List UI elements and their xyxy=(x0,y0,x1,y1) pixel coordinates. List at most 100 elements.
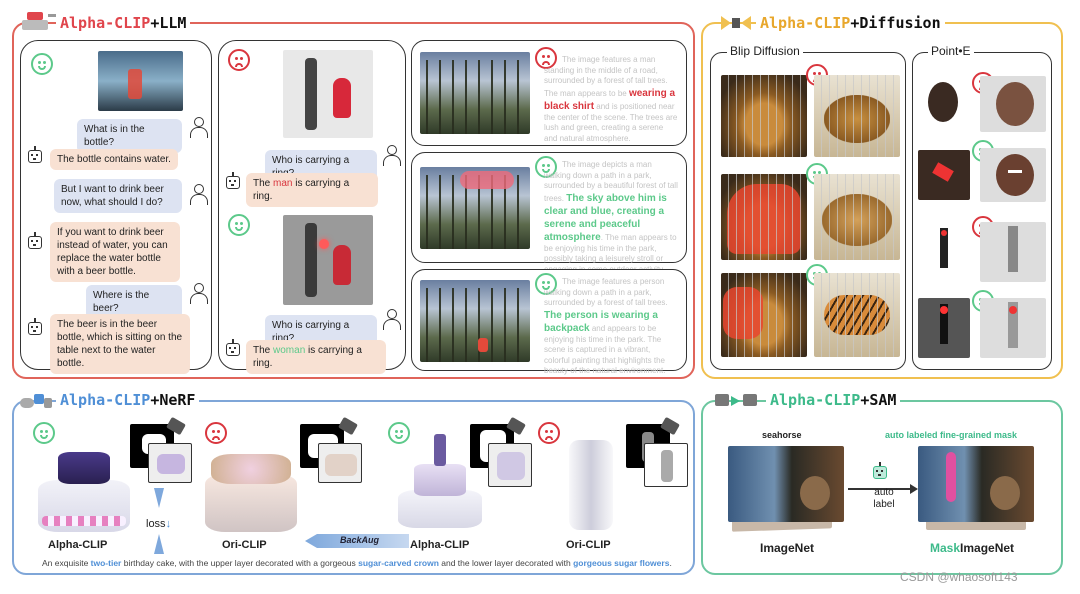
happy-face-icon xyxy=(228,214,250,236)
loss-text: loss xyxy=(146,518,166,530)
auto-label-arrow xyxy=(848,488,912,490)
desc-text-1: The image features a man standing in the… xyxy=(544,55,678,144)
generated-traffic-light xyxy=(980,222,1046,282)
user-icon xyxy=(190,117,208,138)
nerf-label-alpha-2: Alpha-CLIP xyxy=(410,539,470,551)
caption-highlight-2: sugar-carved crown xyxy=(358,558,439,568)
sad-face-icon xyxy=(535,47,557,69)
forest-photo-sky-masked xyxy=(420,167,530,249)
lion-photo-masked-2 xyxy=(721,273,807,357)
happy-face-icon xyxy=(535,273,557,295)
nerf-title-suffix: +NeRF xyxy=(150,391,196,409)
chat-user-bubble: But I want to drink beer now, what shoul… xyxy=(54,179,182,213)
nerf-panel-title: Alpha-CLIP+NeRF xyxy=(56,391,200,409)
user-icon xyxy=(383,309,401,330)
arrow-head-icon xyxy=(910,484,918,494)
desc-text-2: The image depicts a man walking down a p… xyxy=(544,160,678,275)
sad-face-icon xyxy=(205,422,227,444)
auto-mask-label: auto labeled fine-grained mask xyxy=(885,430,1018,440)
imagenet-photo xyxy=(728,446,844,522)
nerf-title-brand: Alpha-CLIP xyxy=(60,391,151,409)
caption-part-1: An exquisite xyxy=(42,558,91,568)
ring-answer-1: The man is carrying a ring. xyxy=(246,173,378,207)
sad-face-icon xyxy=(228,49,250,71)
clock-photo-masked xyxy=(918,150,970,200)
lion-photo xyxy=(721,75,807,157)
llm-panel-title: Alpha-CLIP+LLM xyxy=(56,14,191,32)
caption-highlight-1: two-tier xyxy=(90,558,122,568)
cake-render-ori-1 xyxy=(205,444,297,534)
desc-1-pre: The image features a man standing in the… xyxy=(544,55,668,98)
caption-part-2: birthday cake, with the upper layer deco… xyxy=(121,558,359,568)
diffusion-panel-title: Alpha-CLIP+Diffusion xyxy=(756,14,945,32)
happy-face-icon xyxy=(33,422,55,444)
nerf-label-ori-2: Ori-CLIP xyxy=(566,539,611,551)
proposal-photo-masked xyxy=(283,215,373,305)
diffusion-logo-icon xyxy=(721,12,751,32)
backaug-arrow xyxy=(305,534,409,548)
robot-icon xyxy=(226,172,240,189)
cake-thumb xyxy=(488,443,532,487)
clock-photo xyxy=(918,76,970,132)
mask-suffix: ImageNet xyxy=(960,541,1015,555)
llm-logo-icon xyxy=(22,10,56,32)
nerf-panel xyxy=(12,400,695,575)
chat-user-bubble: What is in the bottle? xyxy=(77,119,182,153)
masked-imagenet-photo xyxy=(918,446,1034,522)
bottle-photo xyxy=(98,51,183,111)
traffic-light-photo-masked xyxy=(918,298,970,358)
caption-highlight-3: gorgeous sugar flowers xyxy=(573,558,670,568)
cake-thumb xyxy=(148,443,192,483)
robot-icon xyxy=(28,146,42,163)
desc-3-highlight: The person is wearing a backpack xyxy=(544,309,658,334)
mask-imagenet-label: MaskImageNet xyxy=(930,541,1014,555)
chat-bot-bubble: If you want to drink beer instead of wat… xyxy=(50,222,180,282)
cake-render-ori-2 xyxy=(565,430,617,534)
forest-photo xyxy=(420,52,530,134)
desc-1-highlight: wearing a black shirt xyxy=(544,87,676,112)
arrow-down-icon xyxy=(154,488,164,508)
nerf-label-ori-1: Ori-CLIP xyxy=(222,539,267,551)
generated-clock-happy xyxy=(980,148,1046,202)
sad-face-icon xyxy=(538,422,560,444)
generated-clock xyxy=(980,76,1046,132)
caption-part-3: and the lower layer decorated with xyxy=(438,558,574,568)
cake-thumb xyxy=(644,443,688,487)
diffusion-title-brand: Alpha-CLIP xyxy=(760,14,851,32)
generated-lion-sad xyxy=(814,75,900,157)
chat-user-bubble: Where is the beer? xyxy=(86,285,182,319)
chat-bot-bubble: The beer is in the beer bottle, which is… xyxy=(50,314,190,374)
sam-panel-title: Alpha-CLIP+SAM xyxy=(766,391,901,409)
desc-3-pre: The image features a person walking down… xyxy=(544,277,668,307)
happy-face-icon xyxy=(388,422,410,444)
user-icon xyxy=(190,184,208,205)
desc-2-pre: The image depicts a man walking down a p… xyxy=(544,160,678,203)
ring-answer-1-post: is carrying a ring. xyxy=(253,178,350,202)
nerf-label-alpha-1: Alpha-CLIP xyxy=(48,539,108,551)
proposal-photo xyxy=(283,50,373,138)
cake-render-alpha-2 xyxy=(398,430,482,534)
llm-title-brand: Alpha-CLIP xyxy=(60,14,151,32)
backaug-label: BackAug xyxy=(340,535,380,545)
user-icon xyxy=(383,145,401,166)
llm-title-suffix: +LLM xyxy=(150,14,187,32)
auto-label-text: auto label xyxy=(873,487,895,510)
loss-label: loss↓ xyxy=(146,518,172,530)
desc-3-post: and appears to be enjoying his time in t… xyxy=(544,323,666,376)
ring-answer-1-highlight: man xyxy=(273,178,293,189)
ring-answer-2-pre: The xyxy=(253,345,274,356)
sam-logo-icon xyxy=(715,394,763,408)
sam-title-suffix: +SAM xyxy=(860,391,897,409)
blip-diffusion-label: Blip Diffusion xyxy=(727,44,803,58)
caption-part-4: . xyxy=(669,558,672,568)
robot-icon xyxy=(28,232,42,249)
desc-1-post: and is positioned near the center of the… xyxy=(544,101,678,143)
cake-thumb xyxy=(318,443,362,483)
seahorse-label: seahorse xyxy=(762,430,802,440)
llm-panel xyxy=(12,22,695,379)
cake-render-alpha-1 xyxy=(38,442,130,534)
forest-photo-person-masked xyxy=(420,280,530,362)
user-icon xyxy=(190,283,208,304)
desc-text-3: The image features a person walking down… xyxy=(544,277,678,377)
nerf-caption: An exquisite two-tier birthday cake, wit… xyxy=(42,558,672,568)
